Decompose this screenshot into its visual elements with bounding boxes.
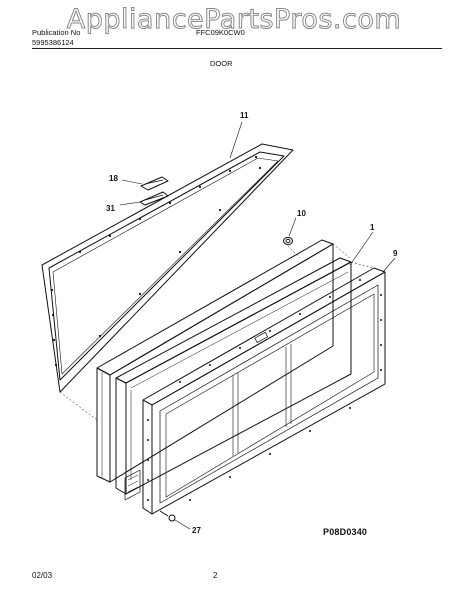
callout-31: 31 xyxy=(106,204,115,213)
door-gasket-part xyxy=(142,267,386,515)
lid-frame-part xyxy=(41,143,294,393)
leader-10 xyxy=(288,217,297,237)
callout-9: 9 xyxy=(393,249,398,258)
callout-10: 10 xyxy=(297,209,306,218)
leader-31 xyxy=(119,201,141,206)
header-divider xyxy=(32,48,442,49)
leader-27 xyxy=(174,519,191,530)
plug-part xyxy=(283,236,293,246)
door-foam-panel xyxy=(115,257,352,495)
leader-11 xyxy=(229,121,243,159)
callout-1: 1 xyxy=(370,223,375,232)
callout-27: 27 xyxy=(192,526,201,535)
leader-18 xyxy=(121,179,143,185)
publication-label: Publication No xyxy=(32,28,81,37)
page-number: 2 xyxy=(213,571,218,580)
section-title: DOOR xyxy=(210,59,233,68)
publication-number: 5995386124 xyxy=(32,38,74,47)
watermark-logo: AppliancePartsPros.com xyxy=(66,4,402,36)
handle-part xyxy=(140,176,169,191)
footer-date: 02/03 xyxy=(32,571,53,580)
diagram-code: P08D0340 xyxy=(323,527,368,537)
leader-9 xyxy=(382,257,396,273)
screw-part xyxy=(159,510,176,522)
callout-11: 11 xyxy=(240,111,249,120)
handle-base-part xyxy=(139,191,169,206)
model-number: FFC09K0CW0 xyxy=(196,28,245,37)
hinge-bracket xyxy=(124,469,141,501)
leader-1 xyxy=(349,231,374,266)
callout-18: 18 xyxy=(109,174,118,183)
door-liner-part xyxy=(96,239,334,483)
